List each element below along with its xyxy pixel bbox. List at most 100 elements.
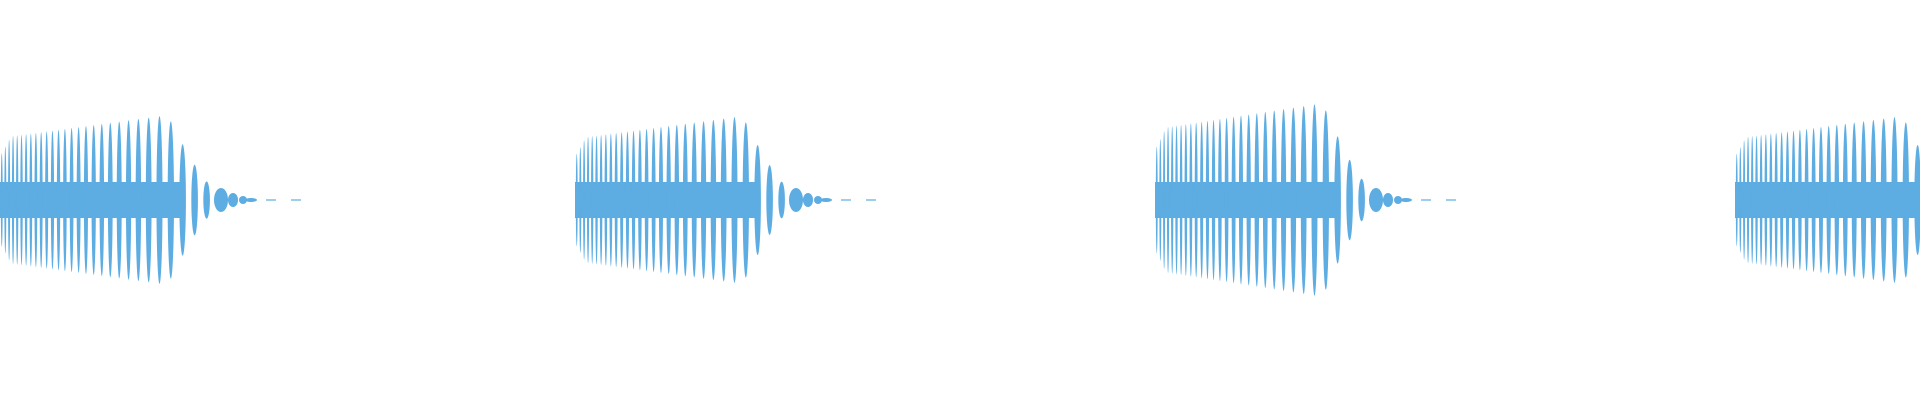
waveform-burst-3 [1155,104,1456,296]
waveform-cycle [579,147,582,253]
waveform-cycle [1166,126,1170,274]
waveform-cycle [167,121,175,279]
waveform-cycle [1211,119,1216,281]
waveform-cycle [1870,119,1877,281]
waveform-cycle [1189,123,1193,277]
waveform-tail [820,198,832,202]
waveform-cycle [107,122,113,278]
waveform-cycle [754,144,761,256]
waveform-cycle [1774,132,1778,268]
waveform-cycle [1751,136,1754,264]
waveform-burst-4 [1735,117,1920,283]
waveform-cycle [1880,118,1887,282]
waveform-tail [803,193,813,207]
waveform-cycle [1780,132,1784,268]
waveform-cycle [658,126,664,274]
waveform-cycle [1764,134,1768,266]
waveform-cycle [1175,125,1178,275]
waveform-cycle [1205,120,1210,280]
waveform-cycle [1785,131,1790,269]
waveform-cycle [1891,117,1898,283]
waveform-cycle [191,164,198,236]
waveform-cycle [1200,121,1204,279]
waveform-cycle [39,132,43,268]
waveform-cycle [1818,126,1824,274]
waveform-cycle [1739,147,1742,253]
waveform-tail [245,198,257,202]
waveform-tail [789,188,803,212]
waveform-cycle [29,133,33,267]
waveform-tail [814,196,822,204]
waveform-cycle [1238,115,1244,285]
waveform-cycle [63,128,67,272]
waveform-tail [1369,188,1383,212]
waveform-cycle [666,125,671,275]
waveform-cycle [83,126,89,274]
waveform-cycle [1769,133,1773,267]
waveform-cycle [1280,109,1287,291]
waveform-cycle [116,121,122,279]
waveform-cycle [1746,136,1750,264]
waveform-cycle [742,122,750,278]
waveform-bursts [0,104,1920,296]
waveform-cycle [1851,122,1857,278]
waveform-cycle [11,135,15,265]
waveform-cycle [179,144,186,256]
waveform-cycle [586,136,590,264]
waveform-cycle [24,134,28,266]
waveform-cycle [575,153,578,247]
waveform-cycle [1834,124,1840,276]
waveform-cycle [609,133,613,267]
waveform-cycle [1179,124,1183,276]
waveform-cycle [1798,129,1802,271]
waveform-cycle [1224,117,1229,283]
waveform-cycle [1346,159,1353,241]
waveform-cycle [1163,131,1166,269]
waveform-cycle [604,134,608,266]
waveform-cycle [691,122,697,278]
waveform-cycle [1271,110,1277,290]
waveform-cycle [1735,153,1738,247]
waveform-tail [239,196,247,204]
waveform-cycle [1155,146,1158,254]
waveform-cycle [1311,104,1318,296]
waveform-cycle [591,136,594,264]
waveform-cycle [34,132,38,268]
waveform-cycle [145,117,152,283]
waveform-cycle [1218,118,1222,282]
waveform-cycle [1860,121,1867,279]
waveform-cycle [1194,122,1198,278]
waveform-cycle [45,131,49,269]
waveform-cycle [99,123,105,277]
waveform-cycle [1791,130,1796,270]
waveform-cycle [1184,124,1188,276]
waveform-cycle [156,116,163,284]
waveform-cycle [682,123,688,277]
waveform-cycle [599,134,603,266]
waveform-tail [1400,198,1412,202]
waveform-cycle [16,135,19,265]
waveform-cycle [1759,134,1763,266]
waveform-cycle [1262,111,1268,289]
waveform-cycle [1902,122,1910,278]
waveform-cycle [731,117,738,283]
waveform-cycle [625,131,630,269]
waveform-cycle [203,181,210,219]
waveform-cycle [1842,123,1848,277]
waveform-cycle [1826,125,1831,275]
waveform-cycle [1743,140,1746,260]
waveform-cycle [56,129,61,271]
waveform-cycle [50,130,55,270]
waveform-cycle [1246,114,1251,286]
waveform-cycle [1322,110,1330,290]
waveform-cycle [595,135,598,265]
waveform-tail [1394,196,1402,204]
waveform-burst-2 [575,117,876,283]
waveform-cycle [674,124,680,276]
waveform-cycle [700,121,707,279]
waveform-cycle [8,139,11,261]
waveform-cycle [1358,178,1365,222]
waveform-cycle [76,127,81,273]
waveform-cycle [91,125,96,275]
